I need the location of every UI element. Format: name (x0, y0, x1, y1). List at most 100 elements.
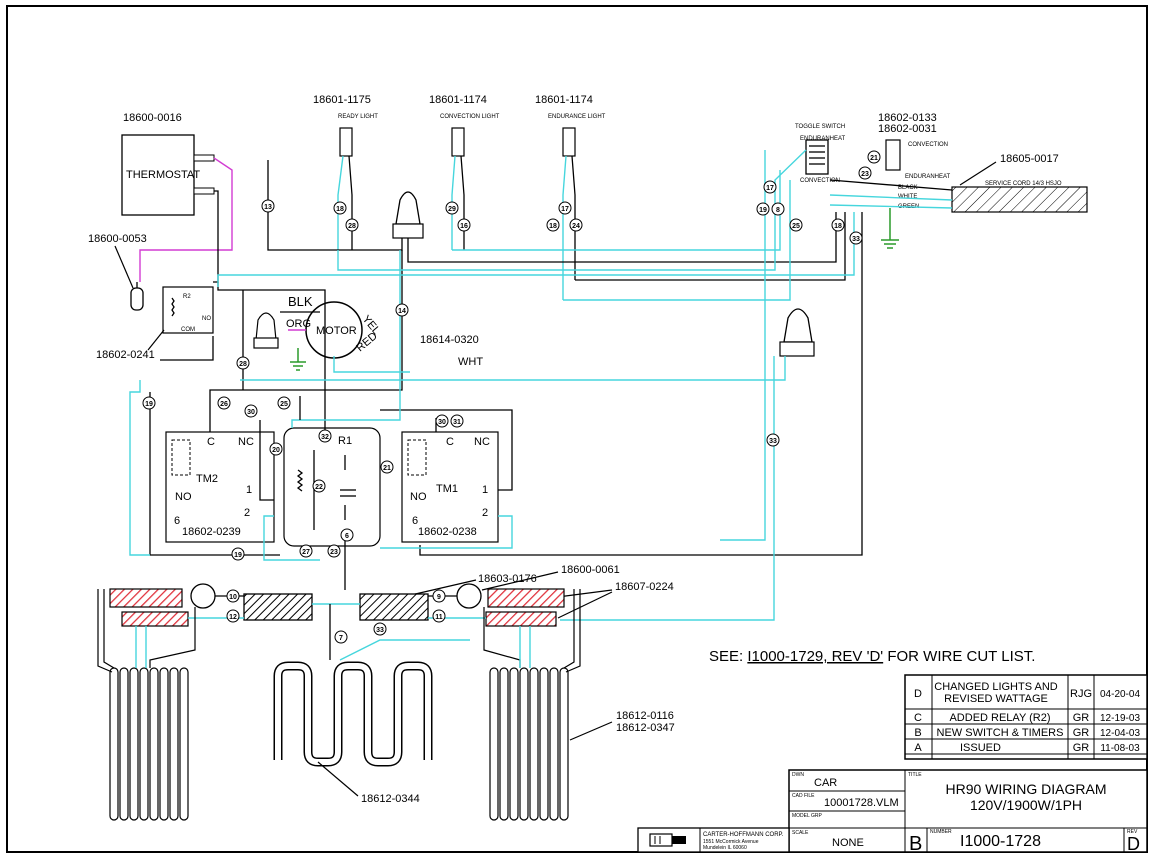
svg-text:23: 23 (861, 171, 869, 178)
wire-bubble: 20 (269, 442, 283, 456)
svg-text:21: 21 (870, 155, 878, 162)
endurance-light-label: ENDURANCE LIGHT (548, 114, 606, 120)
svg-text:ISSUED: ISSUED (960, 742, 1001, 754)
wire-bubble: 10 (226, 589, 240, 603)
relay-r2-com: COM (181, 327, 195, 333)
motor-blk-label: BLK (288, 294, 313, 309)
wire-bubble: 9 (432, 589, 446, 603)
svg-text:A: A (914, 742, 922, 754)
svg-text:11: 11 (435, 614, 443, 621)
wire-bubble: 7 (334, 630, 348, 644)
endurance-light-part-number: 18601-1174 (535, 94, 593, 106)
svg-text:30: 30 (247, 409, 255, 416)
cad-file-label: CAD FILE (792, 793, 815, 799)
svg-text:33: 33 (852, 236, 860, 243)
wire-bubble: 31 (450, 414, 464, 428)
motor-part-number: 18614-0320 (420, 334, 479, 346)
wire-bubble: 23 (327, 544, 341, 558)
wire-bubble: 11 (432, 609, 446, 623)
wire-bubble: 23 (858, 166, 872, 180)
timer-tm1: TM1 C NC NO 1 2 6 18602-0238 (401, 431, 499, 543)
service-cord-part-number: 18605-0017 (1000, 153, 1059, 165)
wire-bubble: 16 (457, 218, 471, 232)
wire-bubble: 18 (333, 201, 347, 215)
wire-bubble: 12 (226, 609, 240, 623)
tm2-c: C (207, 436, 215, 448)
title-block: DWN CAR CAD FILE 10001728.VLM MODEL GRP … (788, 769, 1148, 855)
wire-bubble: 22 (312, 479, 326, 493)
svg-text:NEW SWITCH & TIMERS: NEW SWITCH & TIMERS (937, 727, 1064, 739)
toggle-switch-label: TOGGLE SWITCH (795, 124, 845, 130)
wire-bubble: 21 (867, 150, 881, 164)
convection-light-label: CONVECTION LIGHT (440, 114, 500, 120)
wire-black-label: BLACK (898, 185, 918, 191)
drawing-border (6, 5, 1148, 853)
svg-text:20: 20 (272, 447, 280, 454)
svg-text:12-19-03: 12-19-03 (1100, 713, 1140, 724)
toggle-switch (805, 139, 829, 175)
motor-plug (253, 312, 279, 349)
toggle-switch-part-number-1: 18602-0133 (878, 112, 937, 124)
ground-symbol-cord (881, 208, 899, 249)
wire-bubble: 13 (261, 199, 275, 213)
wire-bubble: 30 (435, 414, 449, 428)
wire-bubble: 32 (318, 429, 332, 443)
ready-light-label: READY LIGHT (338, 114, 378, 120)
svg-text:29: 29 (448, 206, 456, 213)
tm1-part-number: 18602-0238 (418, 526, 477, 538)
tm1-2: 2 (482, 507, 488, 519)
drawing-rev: D (1127, 834, 1140, 854)
wire-bubble: 25 (277, 396, 291, 410)
wire-bubble: 21 (380, 460, 394, 474)
motor-label: MOTOR (316, 325, 357, 337)
revision-row-d: D CHANGED LIGHTS AND REVISED WATTAGE RJG… (914, 681, 1140, 705)
svg-text:04-20-04: 04-20-04 (1100, 689, 1140, 700)
see-note-suffix: FOR WIRE CUT LIST. (883, 648, 1035, 665)
heater-block-right (359, 593, 429, 621)
wire-bubble: 25 (789, 218, 803, 232)
svg-text:13: 13 (264, 204, 272, 211)
tm2-2: 2 (244, 507, 250, 519)
number-label: NUMBER (930, 829, 952, 835)
heater-left-red (109, 588, 189, 627)
svg-text:21: 21 (383, 465, 391, 472)
svg-text:7: 7 (339, 635, 343, 642)
relay-r1-label: R1 (338, 435, 352, 447)
revision-row-b: B NEW SWITCH & TIMERS GR 12-04-03 (914, 727, 1140, 739)
svg-text:14: 14 (398, 308, 406, 315)
rev-label: REV (1127, 829, 1138, 835)
tm2-part-number: 18602-0239 (182, 526, 241, 538)
coil-bundle-left (97, 589, 196, 821)
svg-text:GR: GR (1073, 727, 1090, 739)
timer-tm2: TM2 C NC NO 1 2 6 18602-0239 (165, 431, 275, 543)
wire-bubble: 28 (345, 218, 359, 232)
revision-row-a: A ISSUED GR 11-08-03 (914, 742, 1140, 754)
relay-r2-label: R2 (183, 294, 191, 300)
wire-number-bubbles: 13 18 28 29 16 18 17 24 17 19 8 25 18 21… (142, 150, 881, 644)
model-label: MODEL GRP (792, 813, 822, 819)
ground-symbol-motor (290, 348, 306, 371)
coil-part-number-1: 18612-0116 (616, 710, 674, 722)
probe-part-number: 18600-0053 (88, 233, 147, 245)
hilimit-left (190, 583, 216, 609)
svg-text:REVISED WATTAGE: REVISED WATTAGE (944, 693, 1048, 705)
thermostat: THERMOSTAT (121, 134, 215, 216)
wire-bubble: 26 (217, 396, 231, 410)
svg-text:33: 33 (769, 438, 777, 445)
svg-text:9: 9 (437, 594, 441, 601)
svg-text:25: 25 (280, 401, 288, 408)
tm2-nc: NC (238, 436, 254, 448)
wire-bubble: 17 (763, 180, 777, 194)
wire-bubble: 6 (340, 528, 354, 542)
tm2-label: TM2 (196, 473, 218, 485)
tm1-nc: NC (474, 436, 490, 448)
wire-bubble: 19 (231, 547, 245, 561)
wire-bubble: 17 (558, 201, 572, 215)
svg-text:28: 28 (239, 361, 247, 368)
svg-text:27: 27 (302, 549, 310, 556)
probe-sensor (130, 282, 144, 311)
scale-value: NONE (832, 837, 864, 849)
scale-label: SCALE (792, 830, 809, 836)
tm2-no: NO (175, 491, 192, 503)
endurance-label: ENDURANHEAT (905, 174, 951, 180)
